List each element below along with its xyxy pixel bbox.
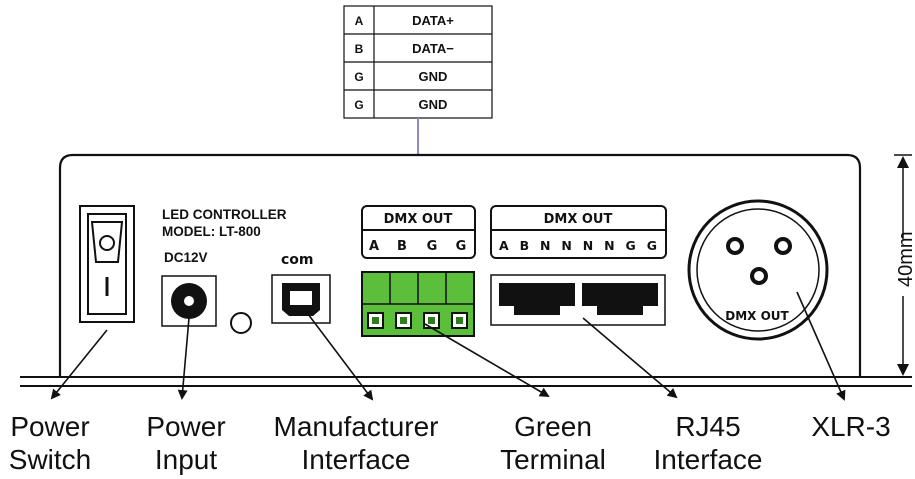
pin-table-pin-3: G <box>354 70 363 84</box>
pin-table-pin-2: B <box>355 42 364 56</box>
arrow-power-input <box>177 317 190 400</box>
rj45-port-1-icon <box>499 283 575 315</box>
callout-xlr3: XLR-3 <box>811 411 890 442</box>
rj45-port-2-icon <box>582 283 658 315</box>
arrow-rj45 <box>582 317 678 399</box>
power-voltage-label: DC12V <box>164 250 208 265</box>
terminal-pin-3: G <box>427 239 438 254</box>
callout-rj45-2: Interface <box>654 444 763 475</box>
callout-arrows <box>50 291 846 401</box>
xlr-label: DMX OUT <box>725 309 789 323</box>
rj45-pins: A B N N N N G G <box>499 238 657 253</box>
callout-green-terminal-2: Terminal <box>500 444 606 475</box>
arrow-green-terminal <box>424 323 550 398</box>
terminal-pin-4: G <box>456 239 467 254</box>
terminal-pin-2: B <box>397 239 407 254</box>
arrow-xlr3 <box>796 291 846 401</box>
device-title-line2: MODEL: LT-800 <box>162 224 261 239</box>
rj45-block: DMX OUT A B N N N N G G <box>490 205 667 326</box>
callout-power-switch-2: Switch <box>9 444 91 475</box>
power-input-jack <box>161 275 217 327</box>
callout-manufacturer-2: Interface <box>302 444 411 475</box>
status-led-icon <box>230 312 252 334</box>
terminal-header: DMX OUT <box>384 212 453 227</box>
power-off-symbol-icon <box>99 235 115 251</box>
com-label: com <box>281 252 314 268</box>
pin-table: A DATA+ B DATA− G GND G GND <box>343 5 493 119</box>
pin-table-pin-4: G <box>354 98 363 112</box>
dmx-terminal-block: DMX OUT A B G G <box>361 205 476 337</box>
arrow-manufacturer <box>304 309 374 401</box>
callout-power-switch-1: Power <box>10 411 89 442</box>
xlr3-connector: DMX OUT <box>687 199 829 341</box>
pin-table-pin-1: A <box>355 14 364 28</box>
pin-table-signal-3: GND <box>419 69 448 84</box>
manufacturer-usb-port <box>271 274 331 324</box>
height-dimension: 40mm <box>894 154 915 378</box>
pin-table-signal-1: DATA+ <box>412 13 454 28</box>
terminal-pin-1: A <box>369 239 379 254</box>
rj45-header: DMX OUT <box>544 212 613 227</box>
pin-table-signal-2: DATA− <box>412 41 454 56</box>
callout-power-input-2: Input <box>155 444 217 475</box>
callout-manufacturer-1: Manufacturer <box>274 411 439 442</box>
callout-rj45-1: RJ45 <box>675 411 740 442</box>
power-switch <box>79 205 135 323</box>
pin-table-signal-4: GND <box>419 97 448 112</box>
height-dimension-label: 40mm <box>895 231 915 287</box>
callout-green-terminal-1: Green <box>514 411 592 442</box>
callout-power-input-1: Power <box>146 411 225 442</box>
arrow-power-switch <box>50 329 108 400</box>
device-title-line1: LED CONTROLLER <box>162 207 287 222</box>
